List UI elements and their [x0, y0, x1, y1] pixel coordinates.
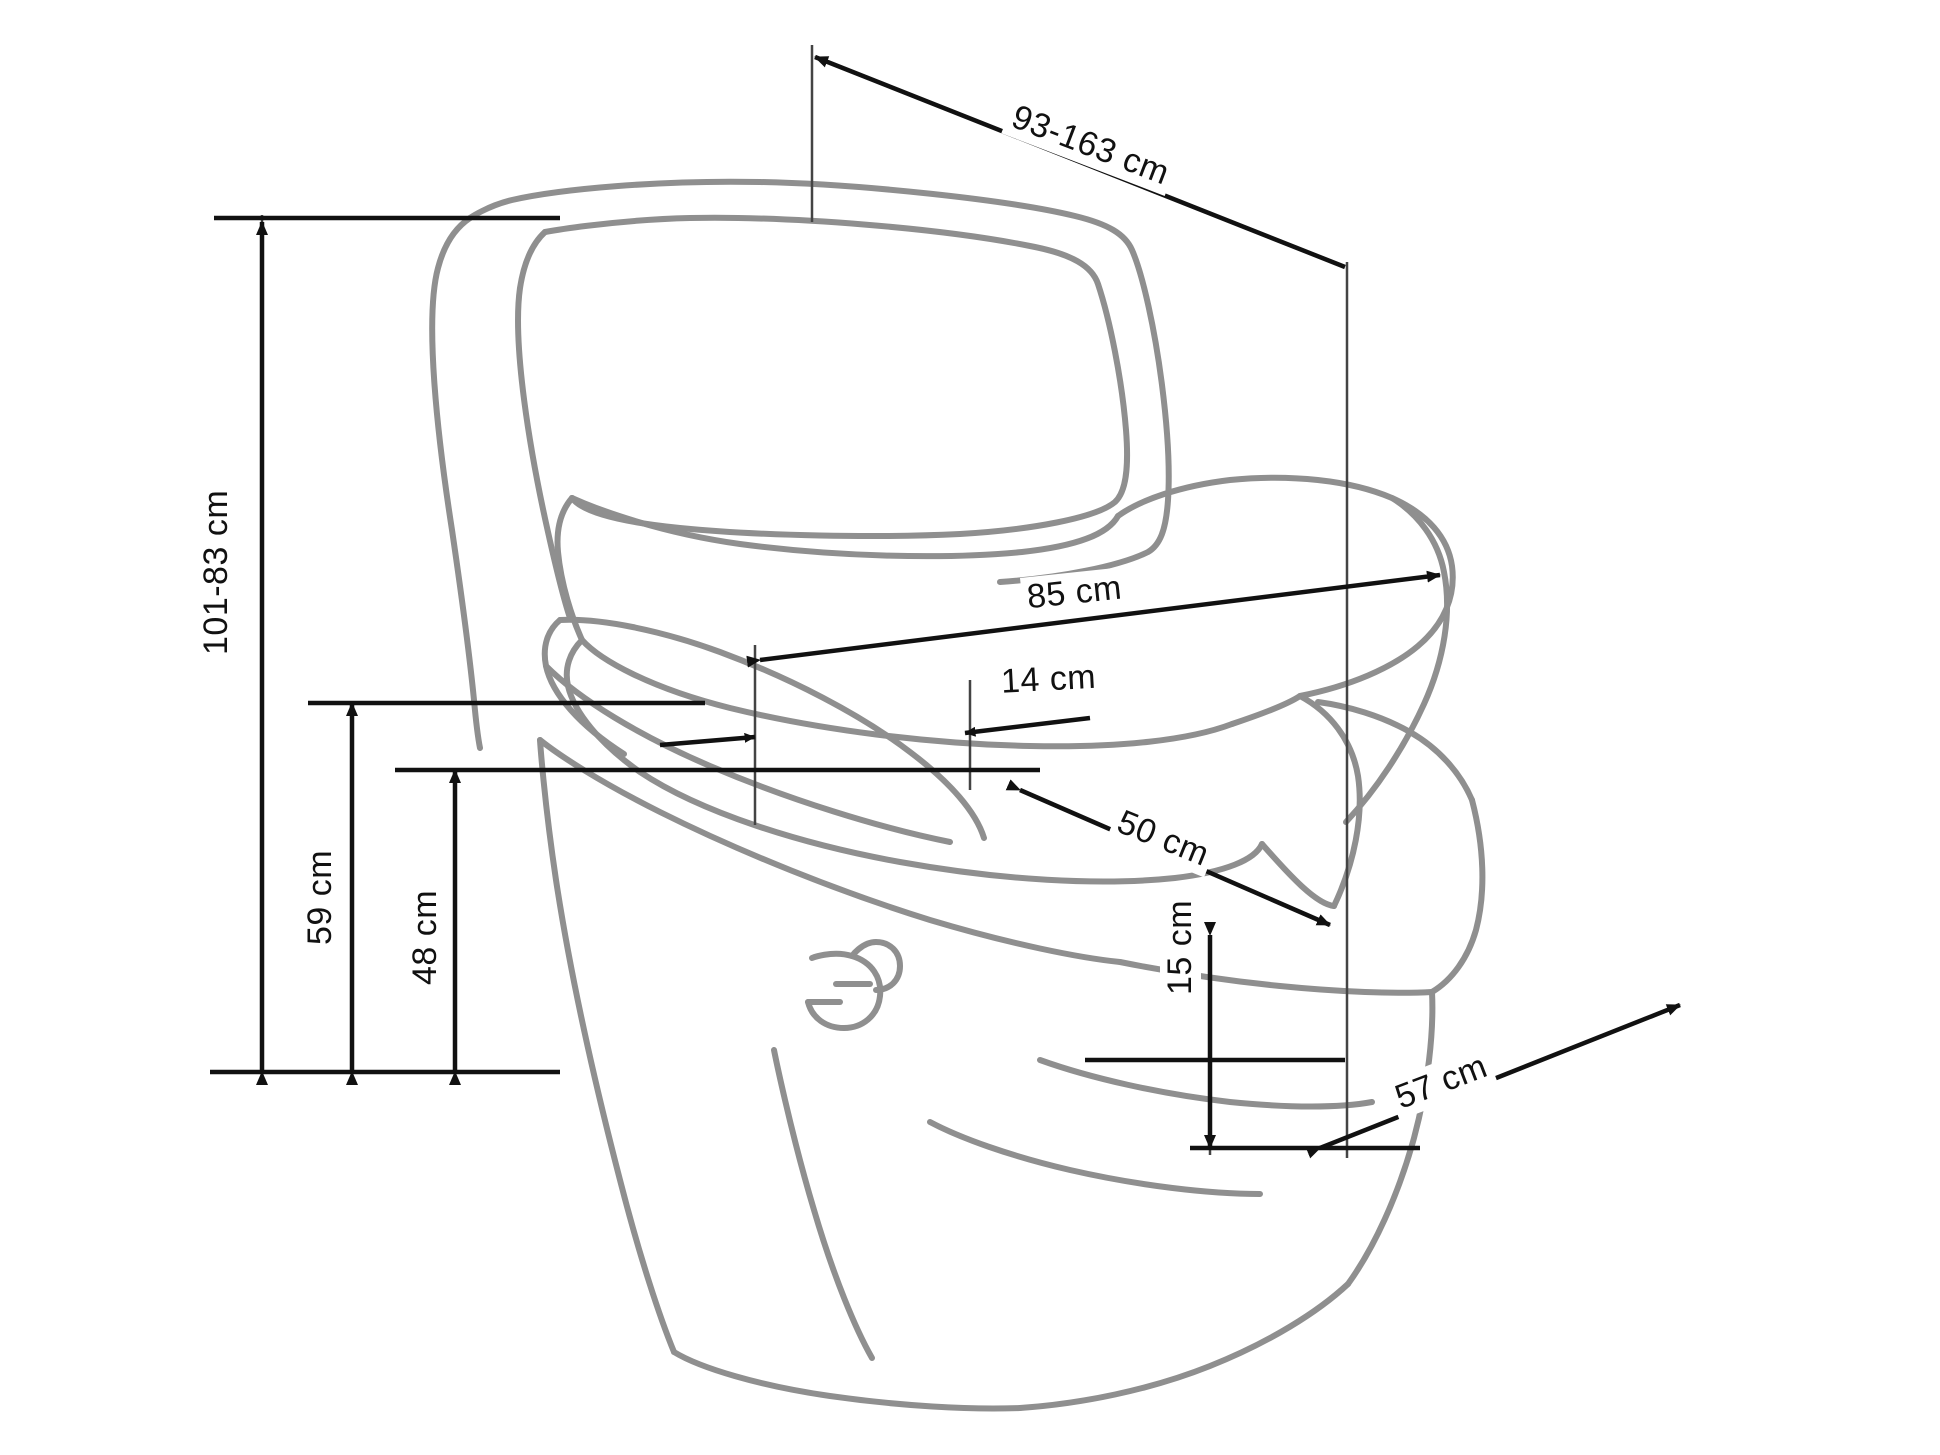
dim-line-armrest-width-b	[659, 732, 756, 748]
dim-line-overall-width	[746, 570, 1441, 668]
dim-label-armrest-height: 48 cm	[405, 884, 446, 990]
chair-outline	[429, 178, 1486, 1412]
dim-label-base-clearance: 15 cm	[1160, 894, 1201, 1000]
recliner-lever-icon	[805, 939, 903, 1031]
dimension-lines	[210, 45, 1681, 1159]
dim-label-armrest-width: 14 cm	[995, 656, 1103, 703]
dim-line-seat-depth	[1305, 1002, 1681, 1159]
dim-line-armrest-width	[964, 715, 1091, 737]
dim-label-seat-height: 59 cm	[300, 844, 341, 950]
dim-label-height-range: 101-83 cm	[196, 484, 237, 660]
